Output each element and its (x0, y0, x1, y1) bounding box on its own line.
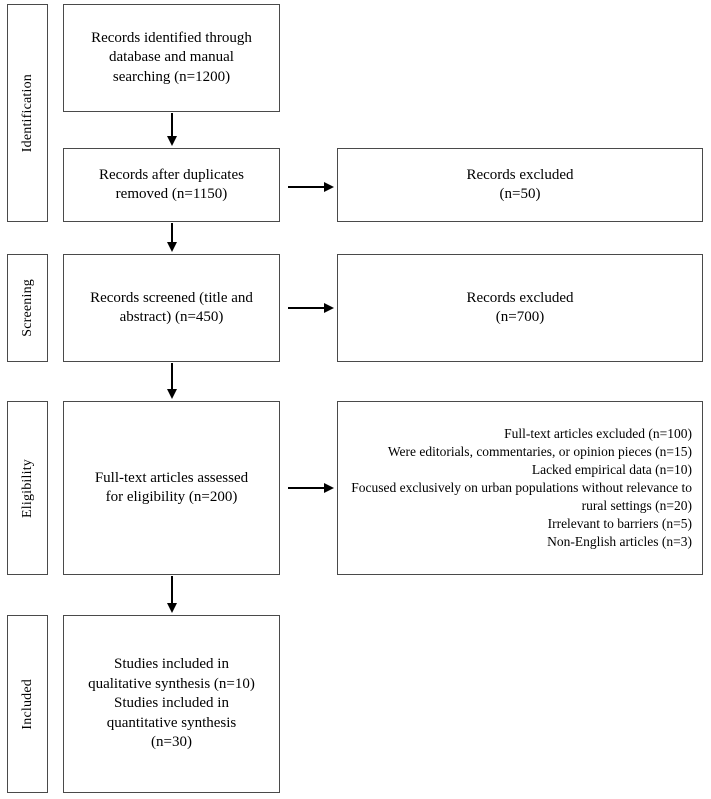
box-records-identified: Records identified through database and … (63, 4, 280, 112)
arrow-head (167, 389, 177, 399)
box-records-excluded-duplicates-text: Records excluded (n=50) (466, 166, 574, 203)
arrow-shaft (171, 576, 173, 604)
stage-label-eligibility: Eligibility (7, 401, 48, 575)
arrow-shaft (288, 186, 325, 188)
box-records-excluded-screening-text: Records excluded (n=700) (466, 289, 574, 326)
arrow-shaft (171, 113, 173, 137)
box-records-screened: Records screened (title and abstract) (n… (63, 254, 280, 362)
box-records-excluded-duplicates: Records excluded (n=50) (337, 148, 703, 222)
box-records-after-duplicates-text: Records after duplicates removed (n=1150… (99, 166, 244, 203)
box-full-text-assessed: Full-text articles assessed for eligibil… (63, 401, 280, 575)
arrow-down-screened-to-fulltext (166, 363, 178, 399)
box-records-identified-text: Records identified through database and … (91, 29, 252, 85)
arrow-head (167, 603, 177, 613)
stage-label-eligibility-text: Eligibility (19, 458, 35, 518)
arrow-right-fulltext-to-excluded (288, 482, 334, 494)
stage-label-identification-text: Identification (19, 73, 35, 153)
arrow-right-duplicates-to-excluded (288, 181, 334, 193)
stage-label-included: Included (7, 615, 48, 793)
arrow-shaft (171, 223, 173, 243)
arrow-head (324, 303, 334, 313)
arrow-down-identified-to-duplicates (166, 113, 178, 146)
stage-label-identification: Identification (7, 4, 48, 222)
arrow-down-duplicates-to-screened (166, 223, 178, 252)
arrow-head (167, 136, 177, 146)
arrow-head (324, 182, 334, 192)
box-full-text-excluded-text: Full-text articles excluded (n=100) Were… (351, 426, 692, 549)
box-full-text-assessed-text: Full-text articles assessed for eligibil… (94, 469, 249, 506)
arrow-head (324, 483, 334, 493)
stage-label-included-text: Included (19, 678, 35, 730)
box-studies-included-text: Studies included in qualitative synthesi… (88, 656, 255, 751)
box-full-text-excluded: Full-text articles excluded (n=100) Were… (337, 401, 703, 575)
box-records-excluded-screening: Records excluded (n=700) (337, 254, 703, 362)
arrow-head (167, 242, 177, 252)
arrow-down-fulltext-to-included (166, 576, 178, 613)
box-records-after-duplicates: Records after duplicates removed (n=1150… (63, 148, 280, 222)
stage-label-screening-text: Screening (19, 279, 35, 337)
arrow-right-screened-to-excluded (288, 302, 334, 314)
stage-label-screening: Screening (7, 254, 48, 362)
arrow-shaft (288, 487, 325, 489)
box-studies-included: Studies included in qualitative synthesi… (63, 615, 280, 793)
arrow-shaft (171, 363, 173, 390)
arrow-shaft (288, 307, 325, 309)
box-records-screened-text: Records screened (title and abstract) (n… (90, 289, 253, 326)
